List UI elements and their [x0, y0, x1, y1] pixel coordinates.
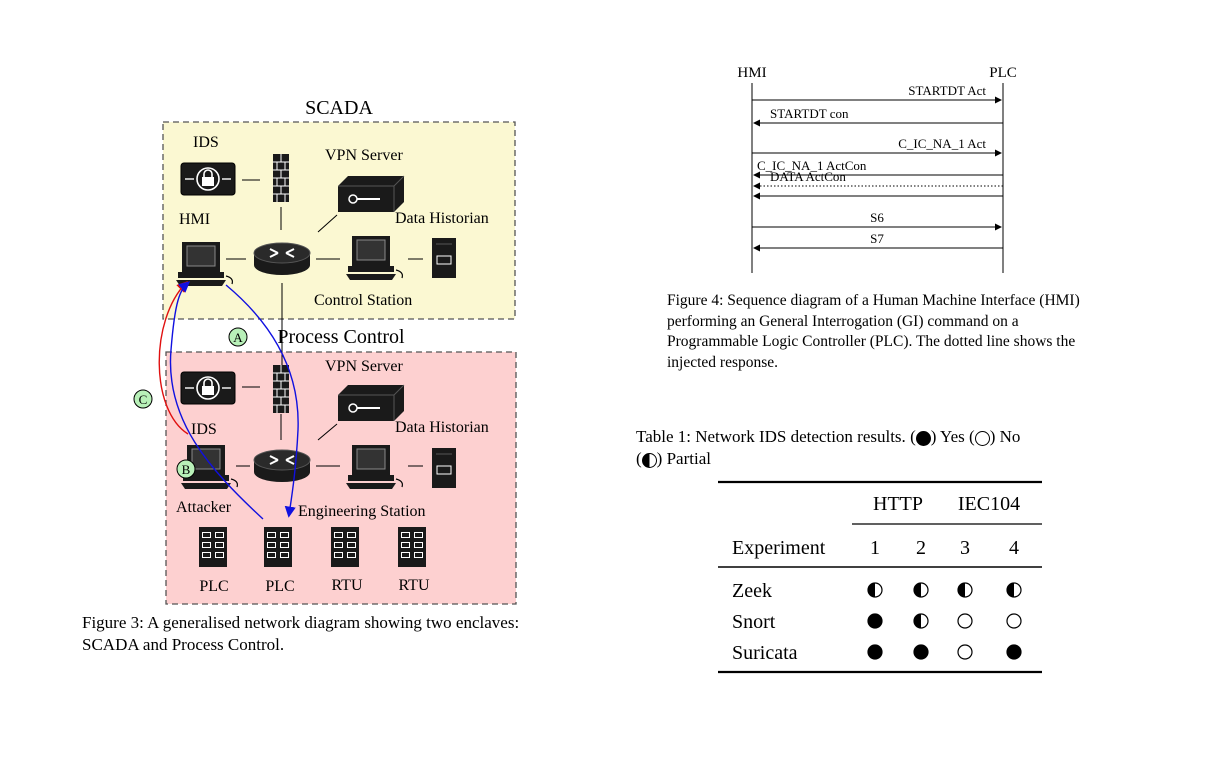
- data-historian-label: Data Historian: [395, 210, 489, 227]
- svg-text:C: C: [139, 392, 148, 407]
- firewall-icon: [272, 364, 290, 414]
- yes-indicator-icon: [1006, 644, 1022, 660]
- data-historian-server-icon: [431, 447, 457, 489]
- attack-path-blue: [169, 281, 264, 520]
- marker-a: A: [228, 327, 248, 347]
- ids-icon: [180, 371, 236, 405]
- rtu-device-icon: [398, 527, 426, 567]
- control-station-label: Control Station: [314, 292, 412, 309]
- field-device-label: PLC: [265, 578, 294, 595]
- rtu-device-icon: [331, 527, 359, 567]
- router-icon: [253, 242, 311, 276]
- table-column-header: 4: [1009, 537, 1019, 559]
- scada-label: SCADA: [305, 97, 373, 119]
- table-column-header: 1: [870, 537, 880, 559]
- partial-indicator-icon: [913, 613, 929, 629]
- attack-path-blue-return: [225, 284, 299, 518]
- partial-indicator-icon: [867, 582, 883, 598]
- no-indicator-icon: [974, 430, 990, 446]
- yes-indicator-icon: [915, 430, 931, 446]
- table-group-header: HTTP: [873, 493, 923, 515]
- firewall-icon: [272, 153, 290, 203]
- partial-indicator-icon: [913, 582, 929, 598]
- sequence-message-label: STARTDT con: [770, 106, 849, 121]
- figure3-caption: Figure 3: A generalised network diagram …: [82, 613, 520, 654]
- table-row-name: Snort: [732, 611, 776, 633]
- yes-indicator-icon: [913, 644, 929, 660]
- actor-plc-label: PLC: [989, 65, 1017, 81]
- plc-device-icon: [199, 527, 227, 567]
- network-diagram: SCADA Process Control IDS VPN Server HMI…: [133, 97, 517, 605]
- process-label: Process Control: [277, 326, 405, 348]
- attacker-label: Attacker: [176, 499, 232, 516]
- svg-text:A: A: [233, 330, 243, 345]
- ids-label: IDS: [193, 134, 219, 151]
- svg-text:B: B: [182, 462, 191, 477]
- actor-hmi-label: HMI: [737, 65, 766, 81]
- sequence-message-label: STARTDT Act: [908, 83, 986, 98]
- yes-indicator-icon: [867, 644, 883, 660]
- router-icon: [253, 449, 311, 483]
- table-row-name: Suricata: [732, 642, 798, 664]
- sequence-message-label: DATA ActCon: [770, 169, 846, 184]
- table-row-name: Zeek: [732, 580, 772, 602]
- partial-indicator-icon: [641, 452, 657, 468]
- table-column-header: 2: [916, 537, 926, 559]
- table-group-header: IEC104: [958, 493, 1020, 515]
- no-indicator-icon: [957, 613, 973, 629]
- vpn-server-icon: [337, 175, 405, 213]
- ids-icon: [180, 162, 236, 196]
- field-device-label: RTU: [398, 577, 429, 594]
- process-ids-label: IDS: [191, 421, 217, 438]
- field-device-label: PLC: [199, 578, 228, 595]
- table-column-header: 3: [960, 537, 970, 559]
- table-header-experiment: Experiment: [732, 537, 826, 559]
- data-historian-server-icon: [431, 237, 457, 279]
- scada-enclave: [162, 121, 516, 320]
- vpn-server-label: VPN Server: [325, 147, 403, 164]
- partial-indicator-icon: [957, 582, 973, 598]
- marker-b: B: [176, 459, 196, 479]
- process-vpn-label: VPN Server: [325, 358, 403, 375]
- marker-c: C: [133, 389, 153, 409]
- attack-path-red: [158, 280, 189, 435]
- sequence-message-label: S6: [870, 210, 884, 225]
- sequence-message-label: C_IC_NA_1 ActCon: [757, 158, 867, 173]
- partial-indicator-icon: [1006, 582, 1022, 598]
- sequence-message-label: S7: [870, 231, 884, 246]
- table1-caption: Table 1: Network IDS detection results. …: [636, 427, 1021, 468]
- process-historian-label: Data Historian: [395, 419, 489, 436]
- hmi-label: HMI: [179, 211, 210, 228]
- yes-indicator-icon: [867, 613, 883, 629]
- plc-device-icon: [264, 527, 292, 567]
- vpn-server-icon: [337, 384, 405, 422]
- sequence-message-label: C_IC_NA_1 Act: [898, 136, 986, 151]
- engineering-station-label: Engineering Station: [298, 503, 426, 520]
- no-indicator-icon: [1006, 613, 1022, 629]
- field-device-label: RTU: [331, 577, 362, 594]
- figure4-caption: Figure 4: Sequence diagram of a Human Ma…: [667, 292, 1080, 371]
- no-indicator-icon: [957, 644, 973, 660]
